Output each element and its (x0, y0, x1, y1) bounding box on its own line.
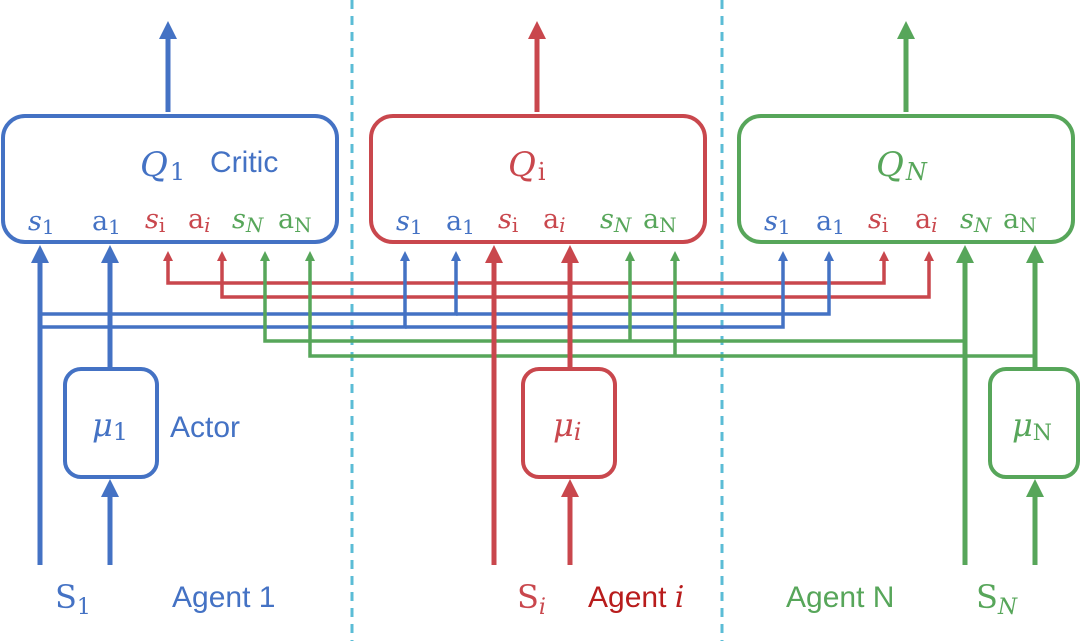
agent-n-input-a1: a1 (816, 206, 845, 239)
wire-si-to-q1 (163, 251, 494, 285)
agent-i-input-sn: sN (600, 204, 633, 237)
agent-n-agent-label: Agent N (786, 581, 894, 614)
agent-i-input-an: aN (643, 204, 677, 237)
wire-ai-to-qn (570, 251, 934, 299)
agent-i-input-ai: ai (543, 204, 566, 237)
agent-n-critic-box (737, 114, 1075, 244)
agent-i-input-si: si (498, 204, 518, 237)
agent1-input-sn: sN (232, 204, 265, 237)
agent-n-state-label: SN (976, 578, 1018, 620)
agent-i-actor-box (521, 367, 617, 479)
wire-si-to-qn (494, 251, 889, 285)
agent1-critic-symbol: Q1 (140, 145, 185, 186)
agent-n-input-an: aN (1003, 204, 1037, 237)
agent-i-actor-symbol: μi (553, 406, 581, 446)
agent-i-input-a1: a1 (446, 206, 475, 239)
agent1-actor-label: Actor (170, 411, 240, 444)
agent-i-critic-symbol: Qi (508, 145, 546, 186)
agent1-input-si: si (145, 204, 165, 237)
agent1-critic-box (1, 114, 339, 244)
wire-ai-to-q1 (217, 251, 570, 299)
wire-a1-to-qn (456, 251, 834, 316)
agent1-input-s1: s1 (28, 206, 55, 239)
wire-s1-to-qn (405, 251, 788, 329)
agent-n-input-sn: sN (960, 204, 993, 237)
agent-n-input-si: si (868, 204, 888, 237)
agent1-input-ai: ai (188, 204, 211, 237)
agent1-agent-label: Agent 1 (172, 581, 275, 614)
agent-i-state-label: Si (517, 578, 546, 620)
wire-an-to-q1 (305, 251, 1035, 358)
agent-i-critic-box (369, 114, 707, 244)
agent-n-actor-box (988, 367, 1080, 479)
agent1-input-an: aN (278, 204, 312, 237)
agent-n-input-ai: ai (915, 204, 938, 237)
agent-i-input-s1: s1 (396, 206, 423, 239)
agent1-state-label: S1 (55, 578, 91, 620)
agent-i-agent-label: Agent i (588, 580, 684, 615)
wire-a1-to-qi (40, 251, 461, 316)
agent1-critic-label: Critic (210, 146, 278, 179)
wire-sn-to-q1 (260, 251, 965, 343)
agent1-input-a1: a1 (92, 206, 121, 239)
agent1-actor-symbol: μ1 (92, 406, 128, 446)
agent-n-critic-symbol: QN (876, 145, 928, 186)
agent-n-actor-symbol: μN (1012, 406, 1052, 446)
agent1-actor-box (63, 367, 159, 479)
agent-n-input-s1: s1 (764, 206, 791, 239)
